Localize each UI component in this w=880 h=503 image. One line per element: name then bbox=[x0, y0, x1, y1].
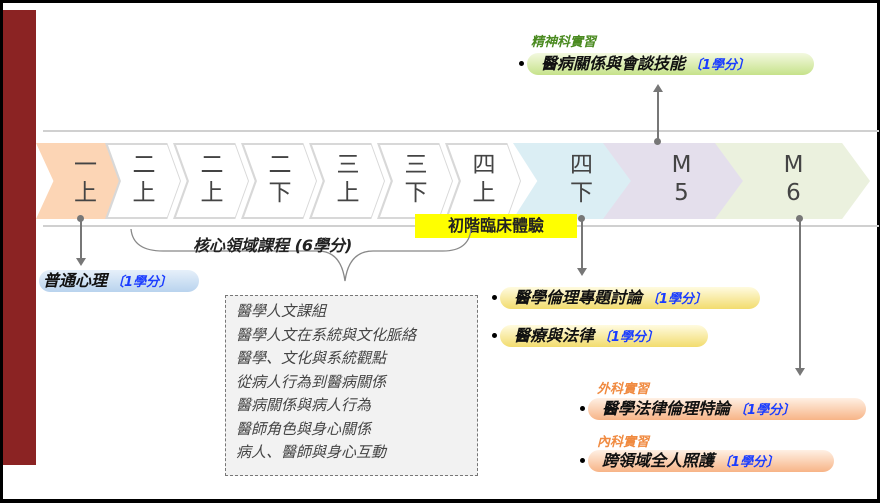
bullet-icon bbox=[580, 458, 585, 463]
core-course-item: 醫學人文在系統與文化脈絡 bbox=[236, 325, 417, 344]
stage-chevron-fill: 二 下 bbox=[244, 145, 316, 217]
course-credit: 〔1學分〕 bbox=[111, 275, 173, 290]
core-course-item: 從病人行為到醫病關係 bbox=[236, 372, 387, 391]
stage-label: 四 下 bbox=[570, 152, 593, 206]
side-bar bbox=[3, 10, 36, 465]
course-name: 醫學倫理專題討論 bbox=[514, 288, 643, 307]
course-name: 跨領域全人照護 bbox=[602, 451, 715, 470]
connector-line bbox=[799, 221, 801, 369]
connector-line bbox=[80, 221, 82, 259]
connector-dot bbox=[77, 215, 84, 222]
arrow-up-icon bbox=[653, 84, 663, 92]
stage-label: M 5 bbox=[671, 152, 692, 206]
core-course-item: 醫師角色與身心關係 bbox=[236, 419, 372, 438]
core-course-item: 醫病關係與病人行為 bbox=[236, 396, 372, 414]
arrow-down-icon bbox=[795, 368, 805, 376]
core-course-item: 病人、醫師與身心互動 bbox=[236, 443, 387, 461]
course-ethics-seminar: 醫學倫理專題討論〔1學分〕 bbox=[492, 287, 760, 309]
bullet-icon bbox=[492, 295, 497, 300]
course-medicine-law: 醫療與法律〔1學分〕 bbox=[492, 325, 708, 347]
bullet-icon bbox=[492, 333, 497, 338]
core-course-list: 醫學人文課組 醫學人文在系統與文化脈絡 醫學、文化與系統觀點 從病人行為到醫病關… bbox=[225, 295, 478, 476]
course-name: 醫學法律倫理特論 bbox=[602, 399, 731, 418]
stage-label: 二 下 bbox=[268, 152, 292, 206]
course-law-ethics: 醫學法律倫理特論〔1學分〕 bbox=[580, 398, 866, 420]
course-credit: 〔1學分〕 bbox=[734, 403, 796, 418]
course-credit: 〔1學分〕 bbox=[598, 330, 660, 345]
connector-dot bbox=[654, 138, 661, 145]
stage-chevron-fill: 二 上 bbox=[176, 145, 248, 217]
arrow-down-icon bbox=[577, 268, 587, 276]
stage-label: 三 上 bbox=[336, 152, 360, 206]
clinical-experience-label: 初階臨床體驗 bbox=[415, 214, 577, 238]
stage-label: 四 上 bbox=[472, 152, 496, 206]
stage-label: 二 上 bbox=[200, 152, 224, 206]
course-name: 醫療與法律 bbox=[514, 326, 595, 345]
core-course-item: 醫學人文課組 bbox=[236, 302, 327, 320]
timeline-top-line bbox=[43, 130, 879, 132]
connector-dot bbox=[796, 215, 803, 222]
stage-label: 二 上 bbox=[132, 152, 156, 206]
course-name: 醫病關係與會談技能 bbox=[541, 54, 686, 73]
surgery-rotation-label: 外科實習 bbox=[597, 382, 650, 397]
course-general-psychology: 普通心理〔1學分〕 bbox=[39, 270, 199, 292]
connector-line bbox=[581, 221, 583, 269]
medicine-rotation-label: 內科實習 bbox=[597, 435, 650, 450]
course-credit: 〔1學分〕 bbox=[689, 58, 751, 73]
curly-brace bbox=[130, 228, 472, 282]
bullet-icon bbox=[580, 406, 585, 411]
stage-label: 一 上 bbox=[74, 152, 97, 206]
course-credit: 〔1學分〕 bbox=[646, 292, 708, 307]
arrow-down-icon bbox=[76, 258, 86, 266]
diagram-canvas: 一 上 二 上 二 上 二 下 三 上 三 下 四 上 四 下 M 5 M 6 初階臨床體驗 核心… bbox=[3, 3, 879, 499]
bullet-icon bbox=[519, 61, 524, 66]
core-course-item: 醫學、文化與系統觀點 bbox=[236, 349, 387, 367]
course-credit: 〔1學分〕 bbox=[718, 455, 780, 470]
stage-label: M 6 bbox=[783, 152, 804, 206]
course-holistic-care: 跨領域全人照護〔1學分〕 bbox=[580, 450, 834, 472]
core-course-title: 核心領域課程 (6學分) bbox=[193, 236, 353, 255]
connector-line bbox=[657, 91, 659, 141]
psychiatry-rotation-label: 精神科實習 bbox=[531, 35, 597, 50]
connector-dot bbox=[578, 215, 585, 222]
course-psychiatry: 醫病關係與會談技能〔1學分〕 bbox=[519, 53, 814, 75]
course-name: 普通心理 bbox=[43, 271, 108, 290]
stage-label: 三 下 bbox=[404, 152, 428, 206]
